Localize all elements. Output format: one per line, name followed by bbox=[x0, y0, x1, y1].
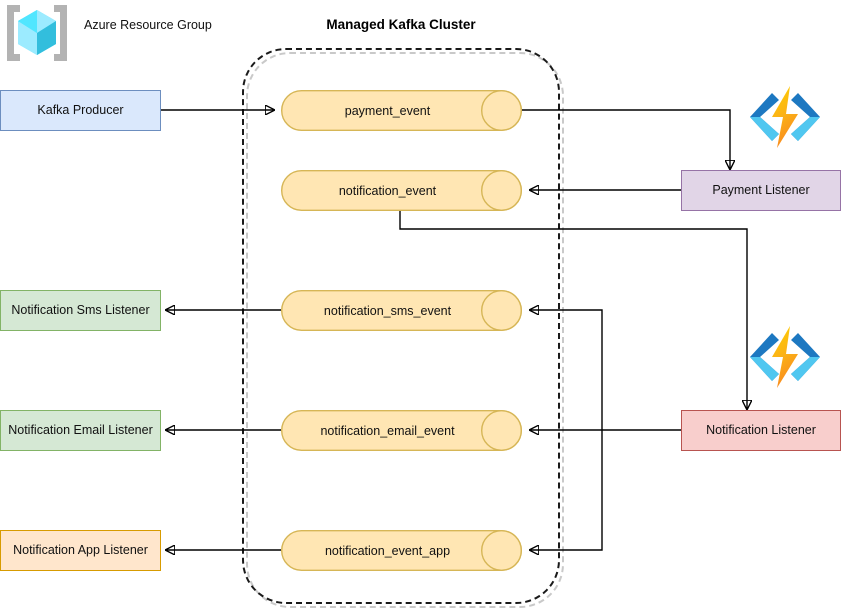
notification-app-listener-label: Notification App Listener bbox=[13, 543, 148, 557]
wire-notification-listener-to-sms-event bbox=[530, 310, 603, 430]
notification-sms-listener-label: Notification Sms Listener bbox=[11, 303, 150, 317]
topic-payment-event[interactable]: payment_event bbox=[281, 90, 522, 131]
azure-resource-group-label: Azure Resource Group bbox=[84, 18, 212, 32]
notification-listener-label: Notification Listener bbox=[706, 423, 816, 437]
managed-kafka-cluster-boundary bbox=[242, 48, 560, 604]
topic-notification-email-event[interactable]: notification_email_event bbox=[281, 410, 522, 451]
topic-label: notification_event bbox=[338, 183, 437, 198]
notification-email-listener-label: Notification Email Listener bbox=[8, 423, 153, 437]
azure-functions-icon-payment bbox=[748, 84, 822, 150]
azure-functions-icon-notification bbox=[748, 324, 822, 390]
notification-sms-listener-node[interactable]: Notification Sms Listener bbox=[0, 290, 161, 331]
kafka-producer-label: Kafka Producer bbox=[37, 103, 124, 117]
wire-payment-event-to-payment-listener bbox=[522, 109, 730, 169]
topic-notification-sms-event[interactable]: notification_sms_event bbox=[281, 290, 522, 331]
azure-resource-group-icon bbox=[4, 2, 70, 64]
notification-app-listener-node[interactable]: Notification App Listener bbox=[0, 530, 161, 571]
topic-label: notification_event_app bbox=[324, 543, 451, 558]
payment-listener-node[interactable]: Payment Listener bbox=[681, 170, 841, 211]
cluster-boundary-shadow bbox=[246, 52, 564, 608]
topic-label: notification_sms_event bbox=[323, 303, 452, 318]
topic-label: notification_email_event bbox=[320, 423, 455, 438]
wire-notification-listener-to-app-event bbox=[530, 430, 603, 550]
wire-notification-event-to-notification-listener bbox=[399, 211, 747, 409]
notification-email-listener-node[interactable]: Notification Email Listener bbox=[0, 410, 161, 451]
payment-listener-label: Payment Listener bbox=[712, 183, 810, 197]
kafka-producer-node[interactable]: Kafka Producer bbox=[0, 90, 161, 131]
topic-notification-event-app[interactable]: notification_event_app bbox=[281, 530, 522, 571]
topic-notification-event[interactable]: notification_event bbox=[281, 170, 522, 211]
topic-label: payment_event bbox=[344, 103, 431, 118]
cluster-title: Managed Kafka Cluster bbox=[326, 17, 476, 32]
notification-listener-node[interactable]: Notification Listener bbox=[681, 410, 841, 451]
